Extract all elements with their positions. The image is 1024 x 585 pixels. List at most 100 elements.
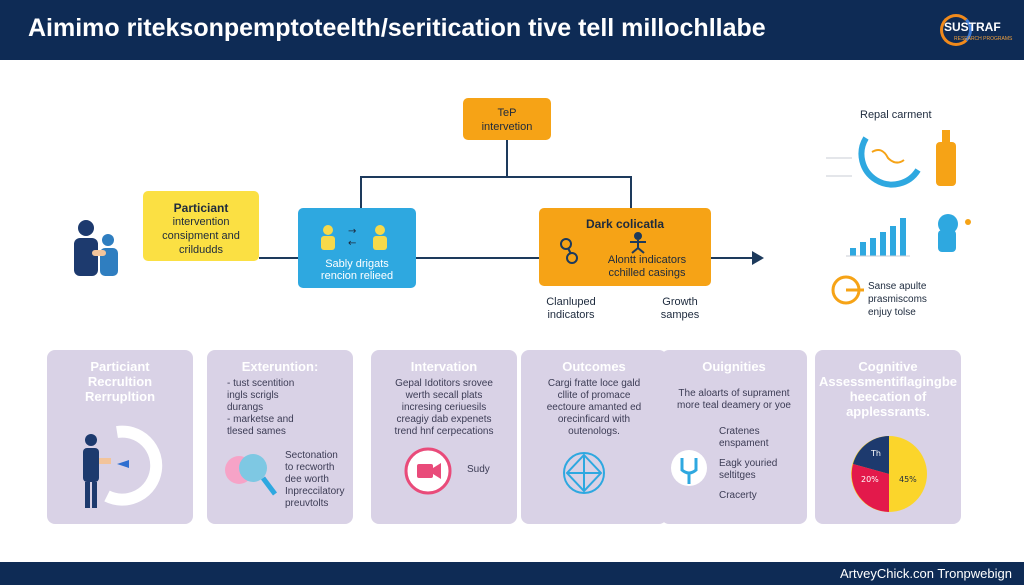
card-body: The aloarts of suprament more teal deame… [667,388,801,412]
card-title: Ouignities [702,359,766,374]
card-line: Gepal Idotitors srovee [395,378,493,389]
card-line: trend hnf cerpecations [394,426,494,437]
caption-line: Sanse apulte [868,281,927,292]
indicators-label: Clanluped indicators [536,296,606,322]
spacer [719,482,805,490]
footer-credit: ArtveyChick.con Tronpwebign [840,566,1012,581]
connector-line [506,140,508,176]
card-line: outenologs. [568,426,620,437]
card-side-text: Sudy [467,464,490,475]
box-line: cchilled casings [608,267,686,279]
connector-line [259,257,298,259]
magnifier-icon [225,454,277,496]
video-record-icon [404,447,452,495]
card-ouignities: Ouignities The aloarts of suprament more… [661,350,807,524]
box-label: intervetion [481,121,533,133]
network-icon [563,452,605,494]
card-line: - tust scentition [227,378,295,389]
logo-subtext: RESEARCH PROGRAMS [954,36,1013,42]
caption-line: prasmiscoms [868,294,927,305]
right-panel-caption: Sanse apulte prasmiscoms enjuy tolse [868,280,978,319]
box-title: Particiant [173,201,229,215]
card-line: preuvtolts [285,498,329,509]
card-extension: Exteruntion: - tust scentition ingls scr… [207,350,353,524]
card-line: enspament [719,438,769,449]
pie-label-right: 45% [899,475,917,484]
card-line: more teal deamery or yoe [677,400,791,411]
box-label: TeP [497,107,517,119]
label-line: sampes [660,309,700,321]
tuning-fork-icon [671,450,707,486]
top-intervention-box: TeP intervetion [463,98,551,140]
pie-label-top: Th [870,449,881,458]
card-title-line: Cognitive [858,359,918,374]
logo-ring-icon [940,14,972,46]
card-line: Cratenes [719,426,760,437]
pie-label-left: 20% [861,475,879,484]
box-label: Alontt indicators cchilled casings [592,254,702,280]
card-line: Sectonation [285,450,338,461]
box-label: consipment and [162,230,240,242]
card-cognitive: Cognitive Assessmentiflagingbe heecation… [815,350,961,524]
card-line: durangs [227,402,264,413]
pie-slice-top [853,436,889,474]
gauge-and-bottle-icon [826,130,956,188]
card-body: Gepal Idotitors srovee werth secall plat… [379,378,509,438]
connector-line [711,257,759,259]
card-body: - tust scentition ingls scrigls durangs … [227,378,347,438]
box-label: Sably drigats [325,258,389,270]
footer-bar [0,562,1024,585]
header-bar [0,0,1024,60]
page-title: Aimimo riteksonpemptoteelth/seritication… [28,14,766,42]
participant-intervention-box: Particiant intervention consipment and c… [143,191,259,261]
connector-line [416,257,539,259]
connector-line [360,176,362,208]
card-title: Particiant Recrultion Rerrupltion [47,359,193,404]
pie-slice-left [851,464,889,512]
card-title-line: heecation of [849,389,927,404]
caption-line: enjuy tolse [868,307,916,318]
box-label: intervention [172,216,230,228]
card-title: Exteruntion: [241,359,319,374]
card-line: cllite of promace [557,390,631,401]
card-line: orecinficard with [557,414,631,425]
arrow-head-icon [752,251,764,265]
card-line: werth secall plats [405,390,483,401]
card-title-line: Rerrupltion [84,389,156,404]
card-line: incresing ceriuesils [401,402,487,413]
card-title: Cognitive Assessmentiflagingbe heecation… [815,359,961,419]
card-side-text: Sectonation to recworth dee worth Inprec… [285,450,351,510]
right-panel-title: Repal carment [860,109,932,121]
card-side-text: Cratenes enspament Eagk youried seltitge… [719,426,805,502]
card-outcomes: Outcomes Cargi fratte loce gald cllite o… [521,350,667,524]
card-title-line: Assessmentiflagingbe [819,374,957,389]
target-arrow-icon [831,275,864,305]
logo-text: SUSTRAF [944,20,1001,34]
brand-logo: SUSTRAF RESEARCH PROGRAMS [940,14,1012,50]
figure-icon [630,232,646,254]
card-participant-recruitment: Particiant Recrultion Rerrupltion [47,350,193,524]
label-line: Growth [662,296,698,308]
svg-text:←: ← [348,238,356,249]
box-title: Dark colicatla [585,217,665,231]
dark-indicators-box: Dark colicatla [539,208,711,286]
card-line: Cracerty [719,490,757,501]
svg-text:→: → [348,226,356,237]
molecule-icon [560,238,578,264]
connector-line [360,176,632,178]
card-title: Intervation [410,359,478,374]
study-box: Sably drigats rencion relieed [298,208,416,288]
card-line: creagiy dab expenets [396,414,492,425]
growth-label: Growth sampes [650,296,710,322]
card-line: Cargi fratte loce gald [547,378,641,389]
pie-chart: Th 20% 45% [851,436,927,512]
box-label: crildudds [178,244,224,256]
card-title-line: Recrultion [87,374,153,389]
card-line: The aloarts of suprament [678,388,790,399]
connector-line [630,176,632,208]
recruitment-person-icon [83,425,163,508]
family-icon [74,220,118,276]
card-body: Cargi fratte loce gald cllite of promace… [529,378,659,438]
card-intervention: Intervation Gepal Idotitors srovee werth… [371,350,517,524]
box-label: rencion relieed [320,270,394,282]
